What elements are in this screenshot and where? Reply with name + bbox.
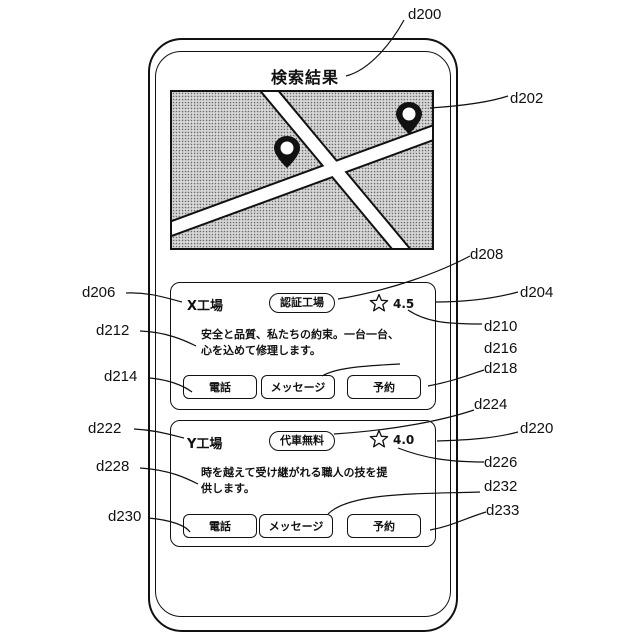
call-button[interactable]: 電話 (183, 514, 257, 538)
ref-label-card-y: d220 (520, 420, 553, 437)
ref-label-name-y: d222 (88, 420, 121, 437)
page-title: 検索結果 (230, 64, 380, 88)
ref-label-name-x: d206 (82, 284, 115, 301)
result-card-x[interactable]: X工場 認証工場 4.5 安全と品質、私たちの約束。一台一台、 心を込めて修理し… (170, 282, 436, 410)
ref-label-desc-x: d212 (96, 322, 129, 339)
ref-label-desc-y: d228 (96, 458, 129, 475)
ref-label-rating-x: d210 (484, 318, 517, 335)
result-card-y[interactable]: Y工場 代車無料 4.0 時を越えて受け継がれる職人の技を提 供します。 電話 … (170, 420, 436, 547)
ref-label-badge-y: d224 (474, 396, 507, 413)
rating-value: 4.0 (393, 433, 414, 447)
message-button[interactable]: メッセージ (259, 514, 333, 538)
ref-label-badge-x: d208 (470, 246, 503, 263)
reserve-button[interactable]: 予約 (347, 514, 421, 538)
ref-label-rating-y: d226 (484, 454, 517, 471)
star-icon (369, 429, 389, 449)
shop-description: 安全と品質、私たちの約束。一台一台、 心を込めて修理します。 (201, 327, 423, 359)
shop-name: Y工場 (187, 433, 222, 452)
star-icon (369, 293, 389, 313)
ref-label-card-x: d204 (520, 284, 553, 301)
shop-description: 時を越えて受け継がれる職人の技を提 供します。 (201, 465, 423, 497)
rating-value: 4.5 (393, 297, 414, 311)
map-pin-icon[interactable] (394, 100, 424, 136)
ref-label-call-x: d214 (104, 368, 137, 385)
shop-name: X工場 (187, 295, 223, 314)
map-view[interactable] (170, 90, 434, 250)
ref-label-message-x: d216 (484, 340, 517, 357)
status-badge: 認証工場 (269, 293, 335, 313)
ref-label-call-y: d230 (108, 508, 141, 525)
ref-label-reserve-x: d218 (484, 360, 517, 377)
ref-label-screen: d200 (408, 6, 441, 23)
call-button[interactable]: 電話 (183, 375, 257, 399)
ref-label-reserve-y: d233 (486, 502, 519, 519)
map-pin-icon[interactable] (272, 134, 302, 170)
ref-label-message-y: d232 (484, 478, 517, 495)
status-badge: 代車無料 (269, 431, 335, 451)
message-button[interactable]: メッセージ (261, 375, 335, 399)
reserve-button[interactable]: 予約 (347, 375, 421, 399)
ref-label-map: d202 (510, 90, 543, 107)
